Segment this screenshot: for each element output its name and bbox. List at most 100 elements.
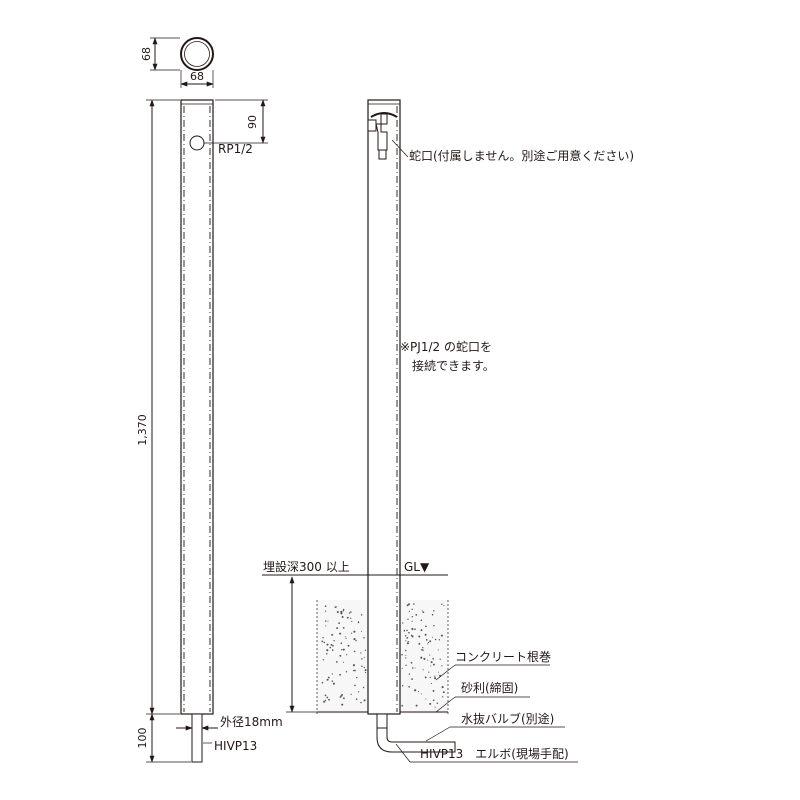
concrete-speckle	[332, 644, 334, 647]
pipe-length-dim: 100	[136, 713, 191, 763]
concrete-speckle	[323, 641, 326, 644]
concrete-speckle	[331, 673, 333, 675]
concrete-speckle	[408, 673, 411, 675]
concrete-speckle	[335, 606, 338, 608]
concrete-speckle	[429, 654, 431, 656]
concrete-speckle	[407, 618, 409, 620]
concrete-speckle	[405, 649, 407, 652]
rp-thread-label: RP1/2	[218, 142, 253, 156]
concrete-speckle	[331, 644, 333, 646]
concrete-speckle	[442, 691, 445, 694]
concrete-speckle	[346, 654, 348, 656]
concrete-speckle	[434, 675, 436, 677]
svg-text:100: 100	[136, 728, 149, 749]
concrete-callout: コンクリート根巻	[435, 650, 551, 681]
concrete-speckle	[364, 649, 367, 651]
concrete-speckle	[324, 605, 327, 608]
concrete-speckle	[441, 665, 443, 667]
concrete-speckle	[422, 646, 424, 649]
concrete-speckle	[422, 649, 424, 651]
concrete-speckle	[339, 632, 342, 635]
concrete-speckle	[403, 629, 406, 632]
concrete-speckle	[351, 632, 353, 634]
concrete-speckle	[406, 637, 409, 639]
concrete-speckle	[354, 669, 356, 672]
faucet-offset-dim: 90	[204, 99, 268, 144]
concrete-speckle	[427, 641, 430, 644]
concrete-speckle	[326, 678, 329, 681]
concrete-speckle	[424, 676, 427, 679]
concrete-speckle	[321, 681, 324, 684]
svg-text:水抜バルブ(別途): 水抜バルブ(別途)	[461, 711, 554, 726]
concrete-speckle	[436, 702, 439, 704]
concrete-speckle	[339, 673, 341, 676]
concrete-speckle	[321, 640, 324, 643]
concrete-speckle	[346, 616, 349, 619]
concrete-speckle	[415, 613, 418, 616]
concrete-speckle	[408, 685, 410, 688]
concrete-speckle	[420, 656, 423, 659]
concrete-speckle	[406, 642, 409, 645]
top-width-dim: 68	[190, 70, 204, 83]
concrete-speckle	[345, 671, 348, 673]
concrete-speckle	[358, 691, 360, 693]
concrete-speckle	[365, 671, 367, 674]
concrete-speckle	[411, 620, 413, 622]
concrete-speckle	[408, 631, 410, 634]
concrete-speckle	[438, 671, 439, 673]
concrete-speckle	[431, 613, 434, 616]
concrete-speckle	[352, 664, 355, 667]
concrete-speckle	[401, 653, 403, 656]
concrete-speckle	[347, 644, 350, 647]
concrete-speckle	[344, 636, 346, 638]
concrete-speckle	[425, 625, 427, 628]
svg-text:GL▼: GL▼	[404, 560, 430, 574]
concrete-speckle	[440, 634, 443, 637]
concrete-speckle	[411, 678, 413, 680]
concrete-speckle	[411, 667, 414, 669]
concrete-speckle	[429, 702, 432, 705]
concrete-speckle	[331, 649, 334, 651]
concrete-speckle	[342, 627, 345, 629]
faucet-icon	[367, 112, 398, 160]
concrete-speckle	[339, 654, 342, 657]
concrete-speckle	[404, 634, 407, 637]
concrete-speckle	[352, 669, 355, 672]
concrete-speckle	[327, 676, 330, 679]
svg-text:HIVP13 エルボ(現場手配): HIVP13 エルボ(現場手配)	[420, 747, 569, 761]
svg-text:外径18mm: 外径18mm	[220, 715, 283, 729]
concrete-speckle	[340, 642, 343, 645]
concrete-speckle	[401, 667, 403, 669]
concrete-speckle	[351, 620, 353, 623]
concrete-speckle	[408, 603, 410, 606]
faucet-hole-icon	[189, 135, 205, 151]
concrete-speckle	[405, 664, 407, 666]
concrete-speckle	[443, 604, 445, 607]
concrete-speckle	[334, 606, 337, 608]
pj-note-line1: ※PJ1/2 の蛇口を	[400, 339, 492, 354]
concrete-speckle	[363, 637, 365, 639]
concrete-speckle	[322, 636, 324, 639]
hivp-pipe-label: HIVP13	[214, 739, 257, 753]
outer-diameter-callout: 外径18mm HIVP13	[176, 715, 283, 753]
concrete-speckle	[411, 608, 413, 611]
concrete-speckle	[360, 652, 362, 654]
concrete-speckle	[336, 627, 339, 630]
concrete-speckle	[363, 666, 365, 669]
concrete-speckle	[429, 640, 432, 643]
concrete-speckle	[420, 649, 423, 651]
concrete-speckle	[362, 686, 365, 689]
concrete-speckle	[339, 696, 342, 698]
concrete-speckle	[326, 643, 329, 646]
concrete-speckle	[434, 706, 436, 708]
concrete-speckle	[326, 696, 329, 699]
concrete-speckle	[405, 654, 407, 657]
concrete-speckle	[433, 624, 435, 627]
concrete-speckle	[415, 704, 418, 707]
concrete-speckle	[360, 614, 363, 616]
concrete-speckle	[343, 661, 345, 663]
concrete-speckle	[405, 657, 407, 659]
concrete-speckle	[430, 683, 432, 685]
total-height-dim: 1,370	[136, 99, 180, 715]
concrete-speckle	[355, 698, 358, 700]
